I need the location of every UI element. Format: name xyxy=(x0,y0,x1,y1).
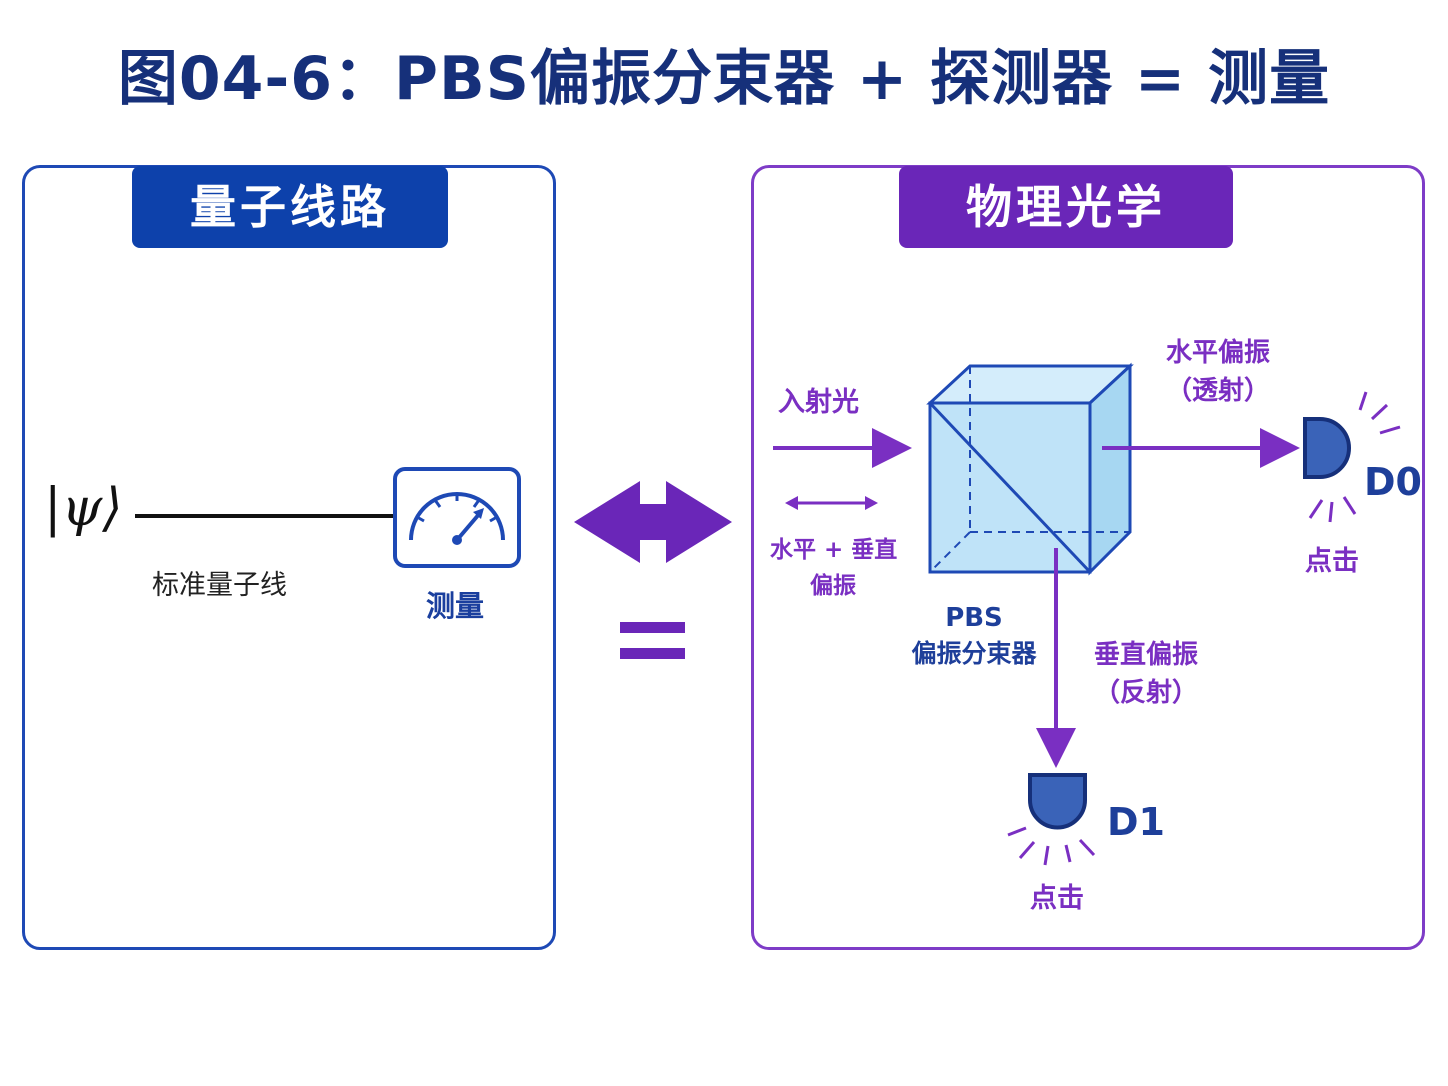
incident-light-label: 入射光 xyxy=(778,387,859,418)
quantum-circuit-header: 量子线路 xyxy=(132,166,448,248)
pbs-name: PBS xyxy=(945,603,1003,633)
mixed-polarization-line1: 水平 + 垂直 xyxy=(770,537,898,563)
pbs-cube-icon xyxy=(926,362,1134,576)
polarization-double-arrow-icon xyxy=(785,496,878,510)
page-title: 图04-6：PBS偏振分束器 + 探测器 = 测量 xyxy=(117,44,1331,114)
detector-d0-click-label: 点击 xyxy=(1305,546,1359,577)
wire-label: 标准量子线 xyxy=(152,570,287,601)
state-ket-label: |ψ⟩ xyxy=(44,478,123,538)
equivalence-double-arrow-icon xyxy=(574,481,732,563)
physical-optics-header: 物理光学 xyxy=(899,166,1233,248)
vertical-polarization-label: 垂直偏振 （反射） xyxy=(1080,636,1212,712)
mixed-polarization-line2: 偏振 xyxy=(810,573,856,599)
detector-d1-icon xyxy=(1007,773,1096,866)
detector-d1-label: D1 xyxy=(1107,800,1165,844)
measurement-meter-icon xyxy=(393,467,521,568)
horizontal-polarization-line2: （透射） xyxy=(1165,376,1270,406)
detector-d0-icon xyxy=(1303,391,1401,523)
mixed-polarization-label: 水平 + 垂直 偏振 xyxy=(770,532,898,604)
detector-d1-click-label: 点击 xyxy=(1030,883,1084,914)
vertical-polarization-line2: （反射） xyxy=(1093,678,1198,708)
detector-d0-label: D0 xyxy=(1364,460,1422,504)
horizontal-polarization-line1: 水平偏振 xyxy=(1165,338,1270,368)
horizontal-polarization-label: 水平偏振 （透射） xyxy=(1150,334,1286,410)
measurement-label: 测量 xyxy=(426,589,485,623)
vertical-polarization-line1: 垂直偏振 xyxy=(1093,640,1198,670)
pbs-label: PBS 偏振分束器 xyxy=(905,600,1043,672)
pbs-description: 偏振分束器 xyxy=(911,639,1037,668)
equals-sign-icon xyxy=(620,622,685,659)
